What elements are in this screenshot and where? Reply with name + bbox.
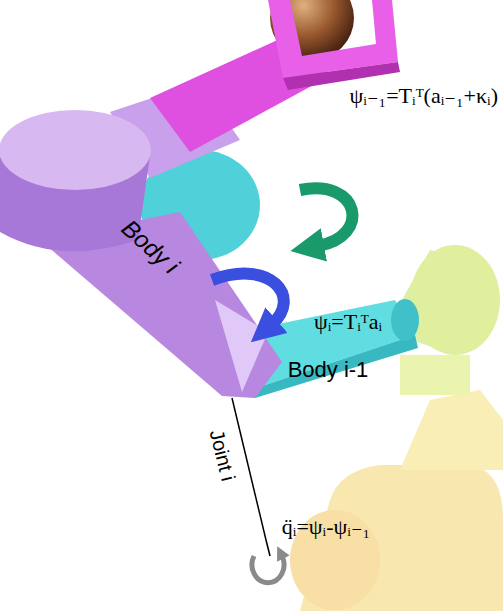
robot-arm bbox=[400, 390, 503, 470]
joint-axis bbox=[266, 540, 270, 556]
body-label: Body i-1 bbox=[288, 357, 369, 382]
rotation-arrow bbox=[252, 556, 284, 583]
cylinder-top bbox=[0, 110, 151, 190]
equation-label: ψᵢ₋₁=Tᵢᵀ(aᵢ₋₁+κᵢ) bbox=[350, 83, 498, 108]
faded-robot bbox=[290, 245, 503, 611]
robot-joint bbox=[410, 245, 500, 355]
equation-label: ψᵢ=Tᵢᵀaᵢ bbox=[314, 309, 382, 334]
robot-link bbox=[400, 355, 470, 395]
force-arrow bbox=[212, 274, 284, 324]
force-arrow bbox=[300, 188, 352, 246]
joint-label: Joint i bbox=[205, 427, 240, 483]
body-notch bbox=[215, 300, 268, 392]
link-end bbox=[391, 299, 419, 341]
equation-label: q̈ᵢ=ψᵢ-ψᵢ₋₁ bbox=[282, 514, 370, 539]
